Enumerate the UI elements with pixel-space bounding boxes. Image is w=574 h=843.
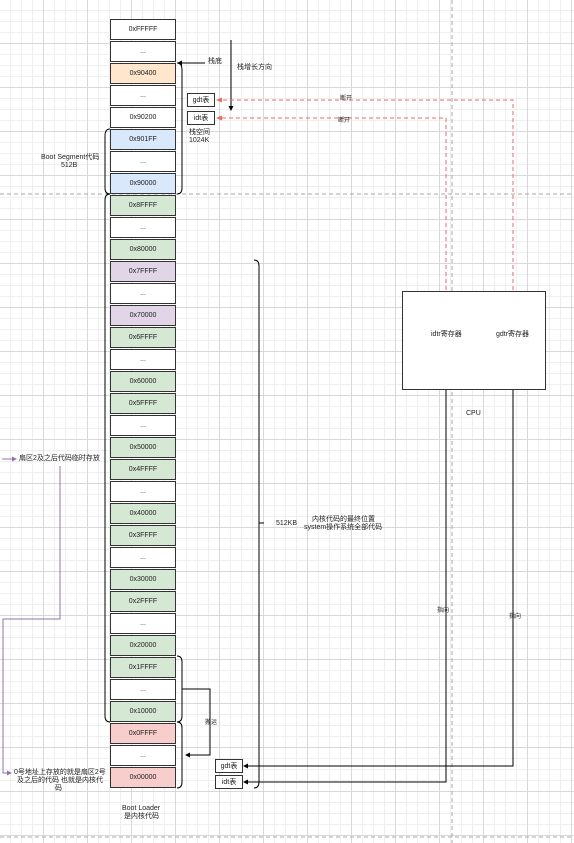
- move-label: 搬运: [205, 720, 218, 726]
- address0-label-line1: 0号地址上存放的就是扇区2号: [14, 769, 106, 776]
- memory-cell: ...: [110, 745, 176, 766]
- stack-bottom-label: 栈底: [208, 58, 222, 65]
- memory-cell: ...: [110, 481, 176, 502]
- points-to-label-1: 指向: [437, 608, 450, 614]
- memory-cell: 0x90000: [110, 173, 176, 194]
- memory-cell: ...: [110, 151, 176, 172]
- memory-cell: ...: [110, 679, 176, 700]
- memory-cell: 0x901FF: [110, 129, 176, 150]
- disconnect-label-2: 断开: [338, 118, 351, 124]
- memory-cell: 0xFFFFF: [110, 19, 176, 40]
- boot-segment-brace: [104, 128, 111, 195]
- memory-cell: 0x0FFFF: [110, 723, 176, 744]
- memory-cell: ...: [110, 547, 176, 568]
- memory-cell: 0x60000: [110, 371, 176, 392]
- idtr-pointer-arrow: [248, 342, 447, 783]
- disconnect-label-1: 断开: [340, 96, 353, 102]
- memory-cell: 0x70000: [110, 305, 176, 326]
- memory-cell: ...: [110, 85, 176, 106]
- sector2-temp-label: 扇区2及之后代码临时存放: [19, 455, 100, 462]
- kernel-location-label: 内核代码的最终位置: [312, 516, 375, 523]
- idtr-disconnected-arrow: [222, 117, 447, 332]
- stack-growth-label: 栈增长方向: [237, 64, 272, 71]
- kernel-brace: [253, 259, 260, 789]
- move-arrow: [182, 688, 211, 756]
- kernel-size-label: 512KB: [276, 520, 298, 527]
- idt-table-top-label: idt表: [193, 115, 209, 122]
- cpu-box: [402, 291, 546, 390]
- gdtr-register-label: gdtr寄存器: [496, 331, 530, 338]
- memory-cell: ...: [110, 349, 176, 370]
- kernel-system-label: system操作系统全部代码: [304, 524, 383, 531]
- idt-table-bottom-label: idt表: [221, 779, 237, 786]
- idt-table-bottom: idt表: [215, 775, 243, 789]
- memory-cell: 0x90200: [110, 107, 176, 128]
- boot-segment-size: 512B: [61, 162, 78, 169]
- memory-cell: 0x50000: [110, 437, 176, 458]
- sector2-brace: [104, 193, 111, 723]
- bootloader-brace: [176, 721, 183, 789]
- memory-cell: 0x30000: [110, 569, 176, 590]
- memory-cell: ...: [110, 415, 176, 436]
- boot-segment-label: Boot Segment代码: [41, 154, 100, 161]
- cpu-label: CPU: [466, 410, 481, 417]
- memory-cell: 0x20000: [110, 635, 176, 656]
- address0-label-line3: 码: [55, 785, 62, 792]
- idt-table-top: idt表: [187, 111, 215, 125]
- sector2-arrow: [2, 466, 61, 774]
- memory-cell: ...: [110, 217, 176, 238]
- memory-cell: 0x90400: [110, 63, 176, 84]
- gdt-table-top-label: gdt表: [192, 97, 210, 104]
- memory-cell: 0x00000: [110, 767, 176, 788]
- stack-space-brace: [176, 62, 183, 195]
- memory-cell: ...: [110, 613, 176, 634]
- bootloader-label: Boot Loader: [122, 805, 161, 812]
- memory-cell: 0x5FFFF: [110, 393, 176, 414]
- move-source-brace: [176, 655, 183, 723]
- memory-cell: 0x2FFFF: [110, 591, 176, 612]
- memory-cell: 0x3FFFF: [110, 525, 176, 546]
- memory-cell: ...: [110, 41, 176, 62]
- memory-cell: 0x8FFFF: [110, 195, 176, 216]
- memory-cell: 0x80000: [110, 239, 176, 260]
- bootloader-sublabel: 是内核代码: [124, 813, 159, 820]
- memory-cell: 0x4FFFF: [110, 459, 176, 480]
- memory-cell: 0x6FFFF: [110, 327, 176, 348]
- memory-cell: 0x40000: [110, 503, 176, 524]
- gdt-table-bottom-label: gdt表: [220, 763, 238, 770]
- gdt-table-top: gdt表: [187, 93, 215, 107]
- gdtr-pointer-arrow: [248, 342, 514, 767]
- stack-space-size: 1024K: [189, 137, 210, 144]
- address0-label-line2: 及之后的代码 也就是内核代: [17, 777, 103, 784]
- memory-cell: 0x7FFFF: [110, 261, 176, 282]
- idtr-register-label: idtr寄存器: [431, 331, 462, 338]
- memory-cell: 0x10000: [110, 701, 176, 722]
- gdtr-disconnected-arrow: [222, 99, 514, 332]
- memory-cell: ...: [110, 283, 176, 304]
- points-to-label-2: 指向: [509, 614, 522, 620]
- memory-cell: 0x1FFFF: [110, 657, 176, 678]
- gdt-table-bottom: gdt表: [215, 759, 243, 773]
- stack-space-label: 栈空间: [189, 129, 210, 136]
